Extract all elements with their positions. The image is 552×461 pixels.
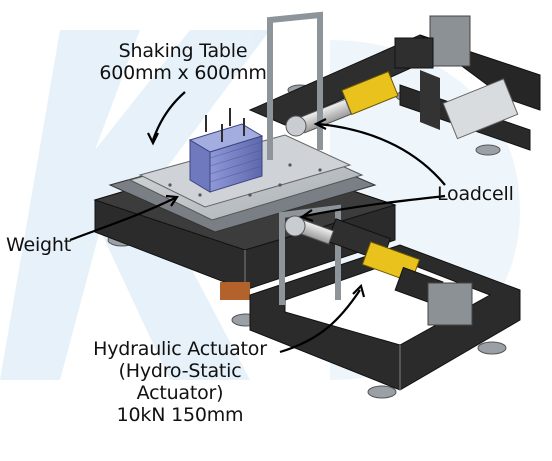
front-motor <box>427 282 473 326</box>
arrow-shaking-table <box>151 91 186 141</box>
shaking-table-label: Shaking Table 600mm x 600mm <box>88 40 278 84</box>
front-actuator <box>284 215 473 326</box>
loadcell-label: Loadcell <box>437 183 514 205</box>
orange-bracket <box>220 282 250 300</box>
arrow-actuator <box>279 289 361 354</box>
actuator-line-1: Hydraulic Actuator <box>93 338 267 360</box>
actuator-label: Hydraulic Actuator (Hydro-Static Actuato… <box>80 338 280 426</box>
manifold-block <box>442 78 519 140</box>
callout-arrows <box>69 91 446 354</box>
actuator-line-4: 10kN 150mm <box>116 404 244 426</box>
actuator-line-2: (Hydro-Static <box>118 360 242 382</box>
arrow-weight <box>69 197 176 242</box>
actuator-line-3: Actuator) <box>136 382 224 404</box>
arrow-loadcell-bottom <box>304 194 446 218</box>
weight-block <box>188 108 264 193</box>
rear-actuator <box>285 15 519 140</box>
arrow-loadcell-top <box>317 122 446 186</box>
shaking-table-title: Shaking Table <box>118 40 248 62</box>
shaking-table-size: 600mm x 600mm <box>99 62 267 84</box>
rear-loadcell <box>285 115 307 137</box>
front-loadcell <box>284 215 306 237</box>
weight-label: Weight <box>6 234 71 256</box>
